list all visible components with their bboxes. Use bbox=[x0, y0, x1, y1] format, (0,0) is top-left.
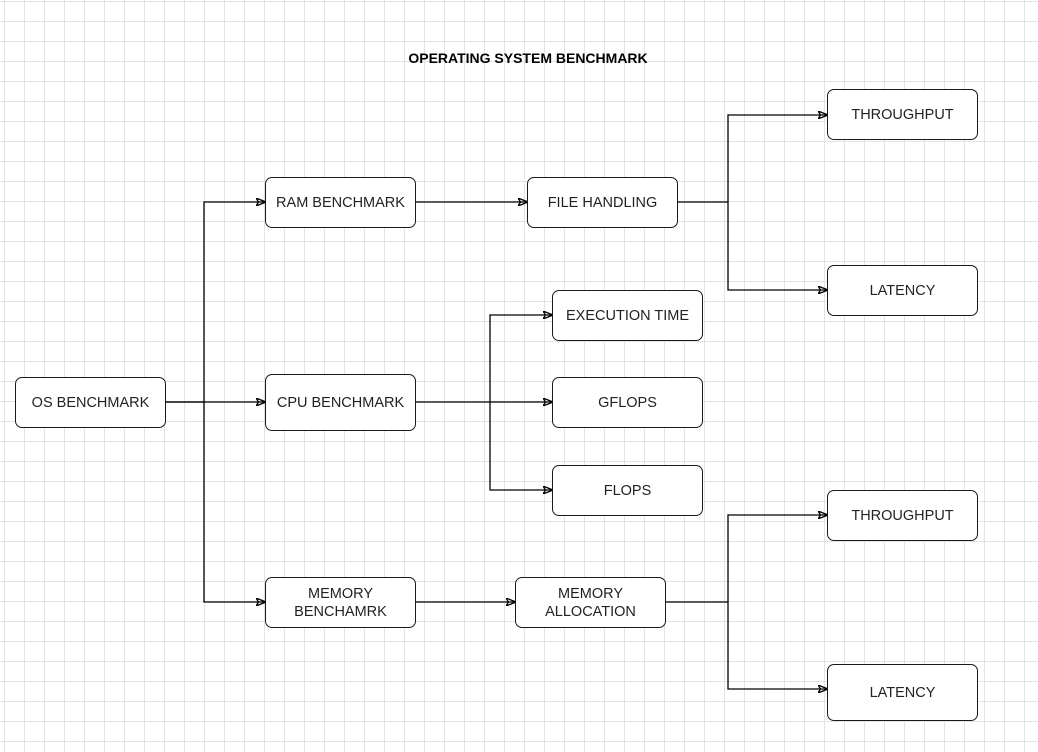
node-flops[interactable]: FLOPS bbox=[552, 465, 703, 516]
edge-cpu-to-execution-time bbox=[489, 315, 552, 402]
edge-cpu-to-flops bbox=[489, 402, 552, 490]
node-memory-latency[interactable]: LATENCY bbox=[827, 664, 978, 721]
node-ram-latency[interactable]: LATENCY bbox=[827, 265, 978, 316]
node-cpu-benchmark[interactable]: CPU BENCHMARK bbox=[265, 374, 416, 431]
node-ram-benchmark[interactable]: RAM BENCHMARK bbox=[265, 177, 416, 228]
node-file-handling[interactable]: FILE HANDLING bbox=[527, 177, 678, 228]
node-os-benchmark[interactable]: OS BENCHMARK bbox=[15, 377, 166, 428]
node-memory-throughput[interactable]: THROUGHPUT bbox=[827, 490, 978, 541]
edge-os-to-memory bbox=[203, 402, 265, 602]
edge-file-handling-to-throughput bbox=[678, 115, 827, 203]
edge-os-to-ram bbox=[166, 202, 265, 403]
edge-allocation-to-throughput bbox=[666, 515, 827, 603]
node-memory-benchmark[interactable]: MEMORY BENCHAMRK bbox=[265, 577, 416, 628]
node-gflops[interactable]: GFLOPS bbox=[552, 377, 703, 428]
node-execution-time[interactable]: EXECUTION TIME bbox=[552, 290, 703, 341]
edge-allocation-to-latency bbox=[727, 602, 827, 689]
diagram-title: OPERATING SYSTEM BENCHMARK bbox=[408, 50, 648, 66]
node-memory-allocation[interactable]: MEMORY ALLOCATION bbox=[515, 577, 666, 628]
node-ram-throughput[interactable]: THROUGHPUT bbox=[827, 89, 978, 140]
edge-file-handling-to-latency bbox=[727, 202, 827, 290]
